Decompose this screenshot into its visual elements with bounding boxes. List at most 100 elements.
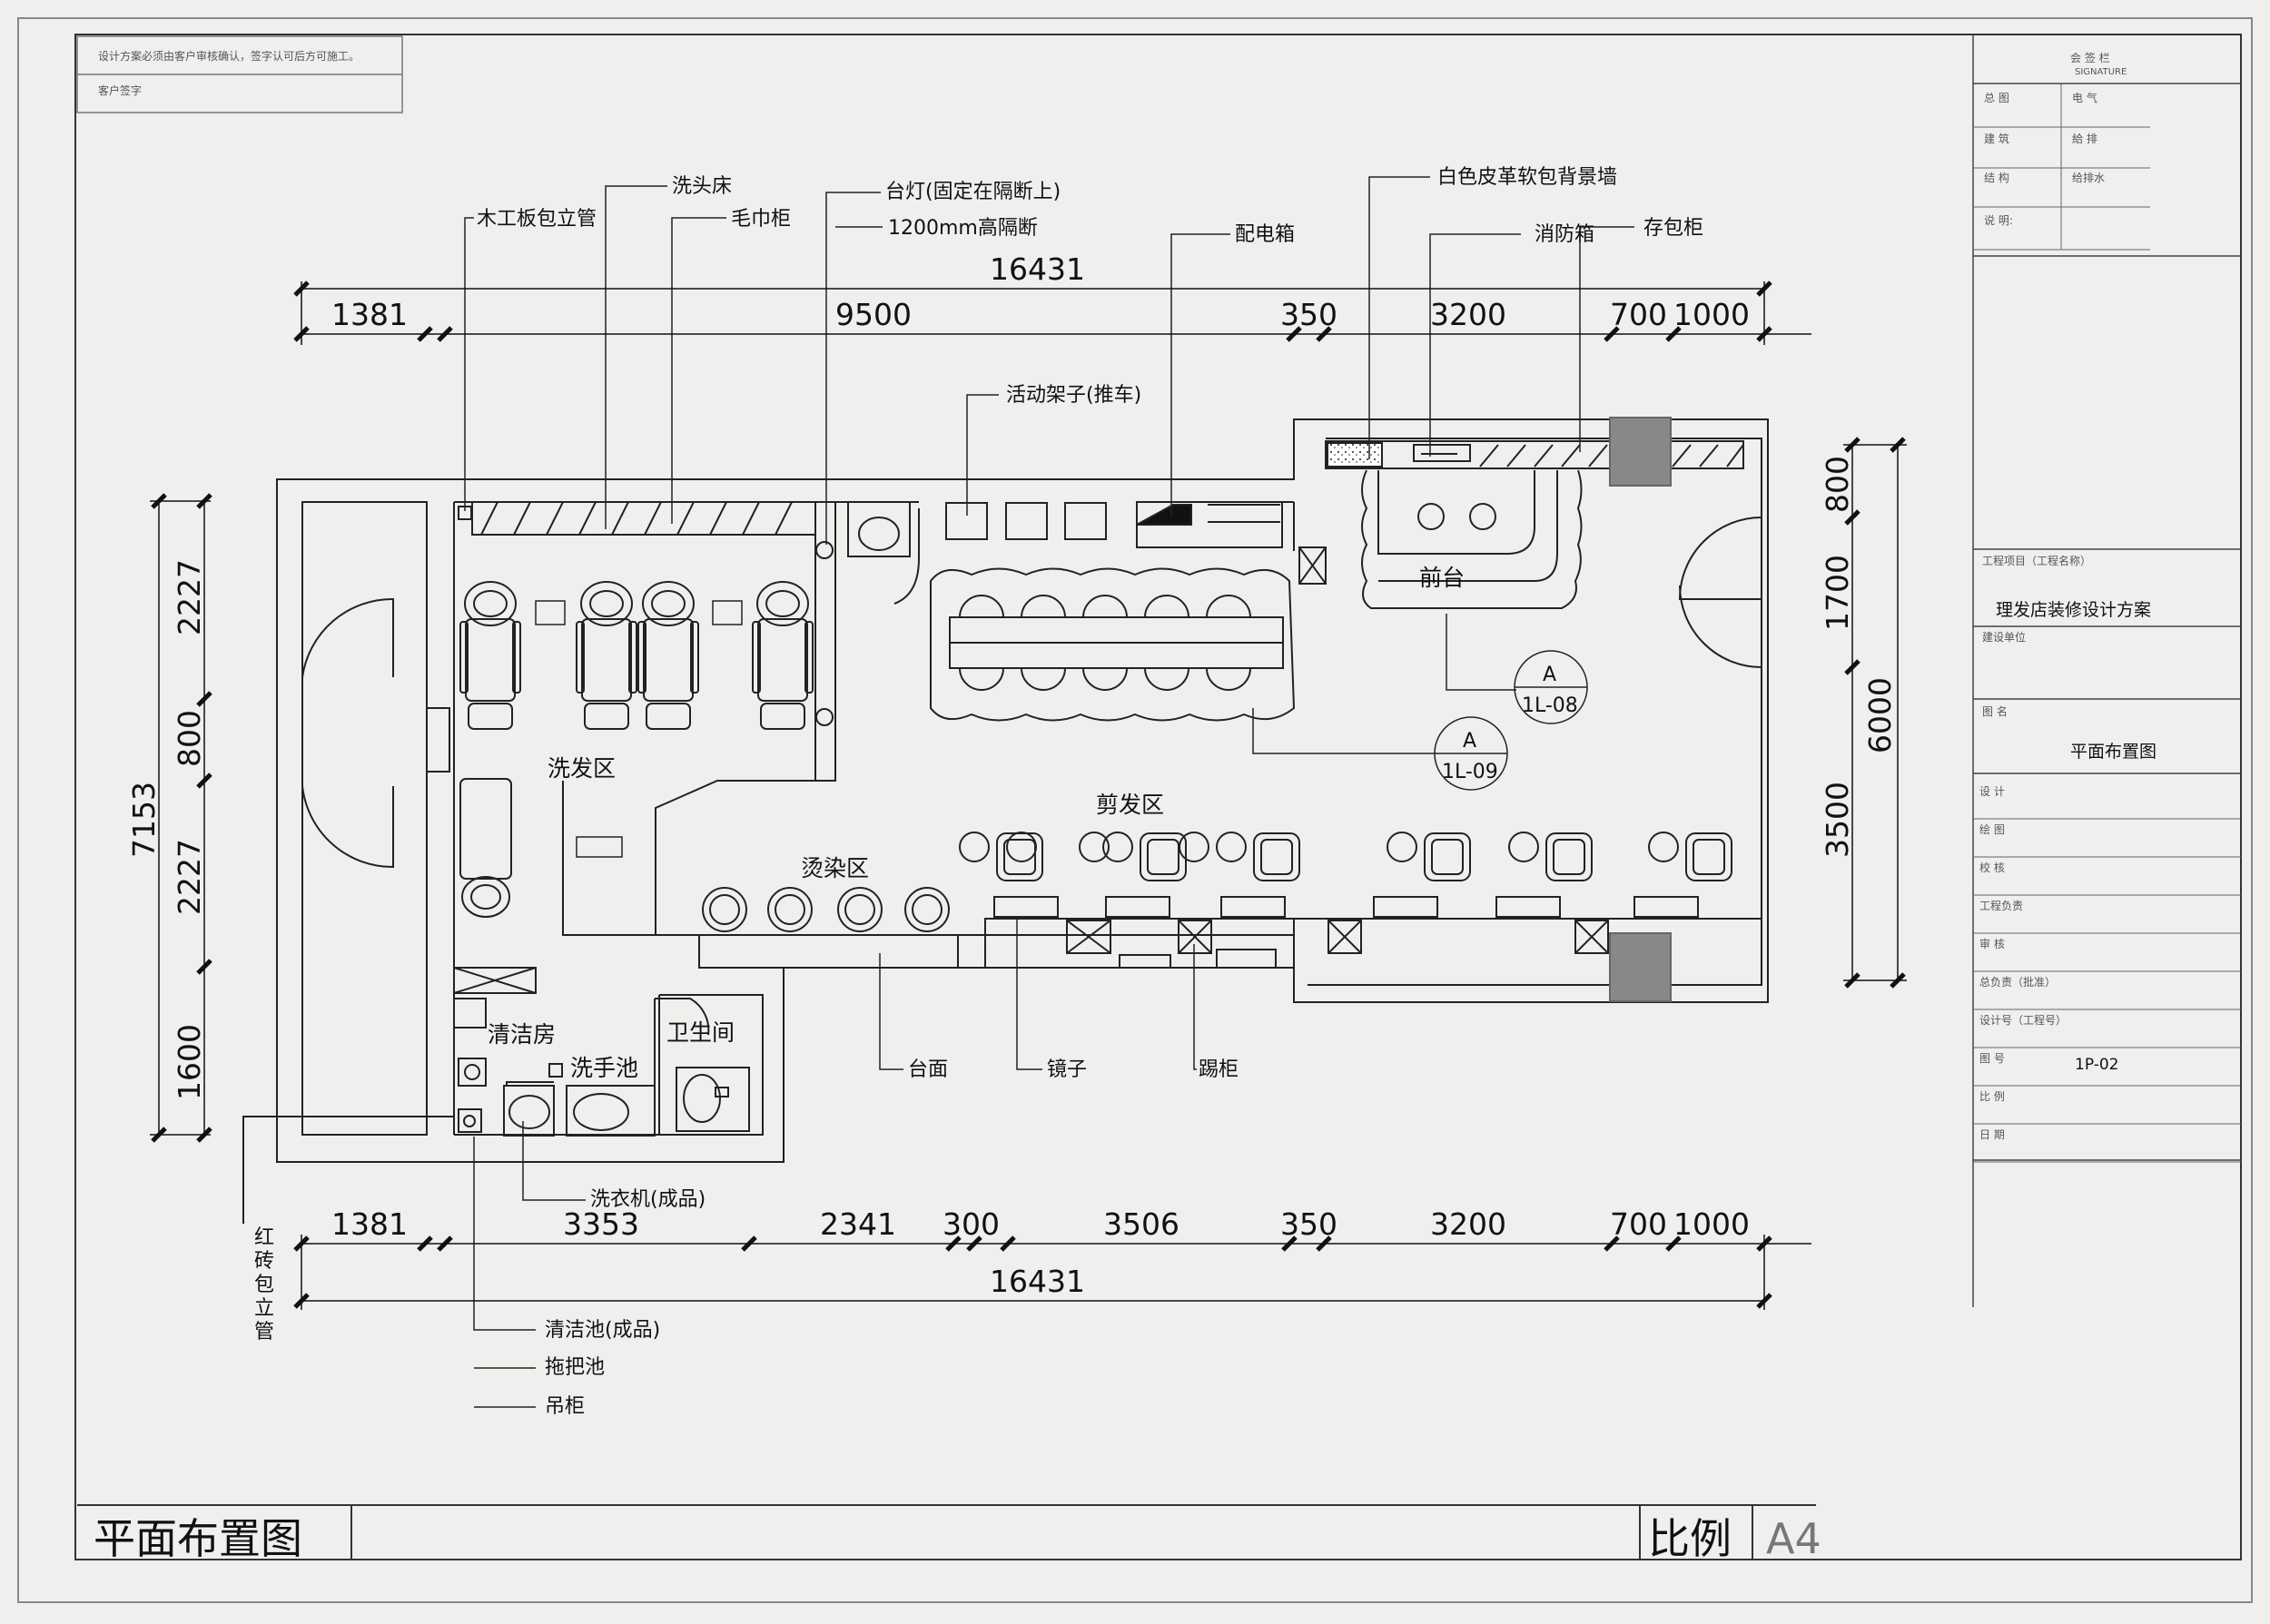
title-block-field: 日 期 <box>1979 1128 2005 1141</box>
mirror <box>1105 896 1170 918</box>
dimension-label: 700 <box>1610 1206 1667 1242</box>
counter-stools <box>959 595 1251 691</box>
dimension-tick <box>1890 437 1906 453</box>
dimension-label: 350 <box>1280 297 1337 332</box>
dimension-tick <box>1890 972 1906 989</box>
dimension-tick <box>966 1235 982 1252</box>
perm-dryer <box>837 887 883 932</box>
signature-row-left: 说 明: <box>1984 213 2013 227</box>
dimension-label: 1381 <box>331 1206 408 1242</box>
styling-stool <box>1179 832 1209 862</box>
dimension-tick <box>1844 437 1860 453</box>
dimension-tick <box>945 1235 962 1252</box>
stool-bottom <box>1082 667 1128 691</box>
dimension-label: 700 <box>1610 297 1667 332</box>
dimension-tick <box>1665 1235 1682 1252</box>
mirror <box>1633 896 1699 918</box>
dimension-tick <box>1756 1293 1772 1309</box>
dimension-tick <box>1756 1235 1772 1252</box>
callout-leather-wall: 白色皮革软包背景墙 <box>1437 166 1617 189</box>
dimension-label: 350 <box>1280 1206 1337 1242</box>
dimension-tick <box>1286 326 1302 342</box>
dimension-tick <box>741 1235 757 1252</box>
right-entrance-door <box>1678 517 1762 668</box>
building-outline <box>276 418 1769 1163</box>
dimension-tick <box>293 326 310 342</box>
zone-handwash-label: 洗手池 <box>570 1055 638 1081</box>
dimension-label: 6000 <box>1862 677 1898 753</box>
zone-front-desk-label: 前台 <box>1419 565 1465 591</box>
callout-labels: 木工板包立管 洗头床 毛巾柜 台灯(固定在隔断上) 1200mm高隔断 配电箱 … <box>254 166 1703 1418</box>
signature-row-right: 給 排 <box>2072 133 2097 145</box>
dimension-tick <box>437 326 453 342</box>
dimension-label: 800 <box>1820 456 1855 513</box>
partition-1200 <box>562 502 1294 936</box>
signature-row-right: 给排水 <box>2072 172 2105 184</box>
dimension-tick <box>1316 326 1332 342</box>
dimension-tick <box>1756 281 1772 297</box>
callout-fire-box: 消防箱 <box>1535 223 1594 246</box>
perm-dryer <box>904 887 950 932</box>
title-block <box>1972 34 2241 1307</box>
callout-wall-cabinet: 吊柜 <box>545 1395 585 1418</box>
shampoo-bed <box>637 581 699 730</box>
zone-toilet-label: 卫生间 <box>666 1019 735 1046</box>
dimension-label: 3200 <box>1430 297 1506 332</box>
section-1-letter: A <box>1543 664 1556 686</box>
callout-bag-storage: 存包柜 <box>1643 217 1703 240</box>
scale-value: A4 <box>1766 1514 1821 1563</box>
dimension-tick <box>151 493 167 509</box>
towel-cabinet <box>458 501 816 536</box>
dimension-label: 2227 <box>172 839 207 915</box>
title-block-field: 工程负责 <box>1979 899 2023 912</box>
stool-bottom <box>959 667 1004 691</box>
project-name: 理发店装修设计方案 <box>1996 600 2151 620</box>
signature-row-left: 结 构 <box>1984 171 2009 184</box>
dimension-tick <box>1604 1235 1620 1252</box>
dimension-label: 1381 <box>331 297 408 332</box>
callout-electrical-box: 配电箱 <box>1235 223 1295 246</box>
dimension-tick <box>437 1235 453 1252</box>
dimension-tick <box>151 1127 167 1143</box>
signature-rows: 总 图电 气建 筑給 排结 构给排水说 明: <box>1973 84 2150 251</box>
callout-wood-pipe: 木工板包立管 <box>477 208 597 231</box>
stool-bottom <box>1206 667 1251 691</box>
signature-header: 会 签 栏 <box>2070 51 2110 64</box>
wash-zone-outlets <box>535 600 743 858</box>
dimension-tick <box>196 1127 212 1143</box>
dimension-tick <box>1756 326 1772 342</box>
shampoo-bed <box>752 581 814 730</box>
dimension-label: 7153 <box>126 782 162 858</box>
zone-perm-label: 烫染区 <box>801 855 869 881</box>
shampoo-bed <box>576 581 637 730</box>
bottom-title: 平面布置图 <box>94 1514 302 1563</box>
shampoo-bed <box>459 778 512 918</box>
title-block-field: 设计号（工程号） <box>1979 1013 2067 1027</box>
dimension-label: 1000 <box>1673 1206 1750 1242</box>
dimension-label: 3500 <box>1820 782 1855 858</box>
project-label: 工程项目（工程名称） <box>1982 554 2091 567</box>
perm-dryer <box>767 887 813 932</box>
dimension-tick <box>417 326 433 342</box>
signature-row-left: 总 图 <box>1984 92 2009 104</box>
section-mark-2: A 1L-09 <box>1434 716 1508 791</box>
callout-floor-cabinet: 踢柜 <box>1199 1058 1239 1081</box>
zone-cut-label: 剪发区 <box>1096 792 1164 818</box>
dimension-tick <box>1665 326 1682 342</box>
stool-bottom <box>1021 667 1066 691</box>
dimension-tick <box>1604 326 1620 342</box>
callout-counter-light: 台灯(固定在隔断上) <box>885 181 1061 203</box>
drawing-title-label: 图 名 <box>1982 704 2008 718</box>
title-block-field: 比 例 <box>1979 1090 2005 1103</box>
drawing-number: 1P-02 <box>2075 1056 2118 1074</box>
section-1-code: 1L-08 <box>1522 694 1578 717</box>
title-block-field: 校 核 <box>1979 861 2005 874</box>
stool-top <box>1021 595 1066 618</box>
stool-top <box>959 595 1004 618</box>
dimension-tick <box>293 281 310 297</box>
drawing-title: 平面布置图 <box>2070 742 2156 762</box>
dimension-label: 3353 <box>563 1206 639 1242</box>
mirror <box>1373 896 1438 918</box>
